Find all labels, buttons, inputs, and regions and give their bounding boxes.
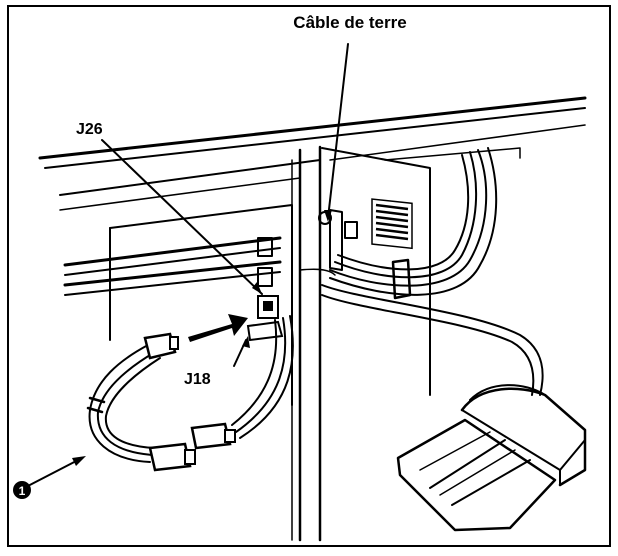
callout-1-number: 1 <box>19 484 26 498</box>
connector-j26 <box>257 295 279 319</box>
wire-harness <box>86 315 294 472</box>
figure-frame <box>7 5 611 547</box>
foot-pedal <box>396 384 587 532</box>
j18-label: J18 <box>184 371 211 388</box>
callout-1: 1 <box>13 481 31 499</box>
j26-label: J26 <box>76 121 103 138</box>
cable-bundle <box>329 147 498 300</box>
vent-grille <box>375 203 409 241</box>
pedal-cable <box>299 268 544 396</box>
connector-j18 <box>246 320 284 342</box>
insert-arrow <box>188 314 248 342</box>
table-top <box>38 96 587 211</box>
ground-cable-label: Câble de terre <box>293 13 406 32</box>
leader-lines <box>23 43 349 489</box>
